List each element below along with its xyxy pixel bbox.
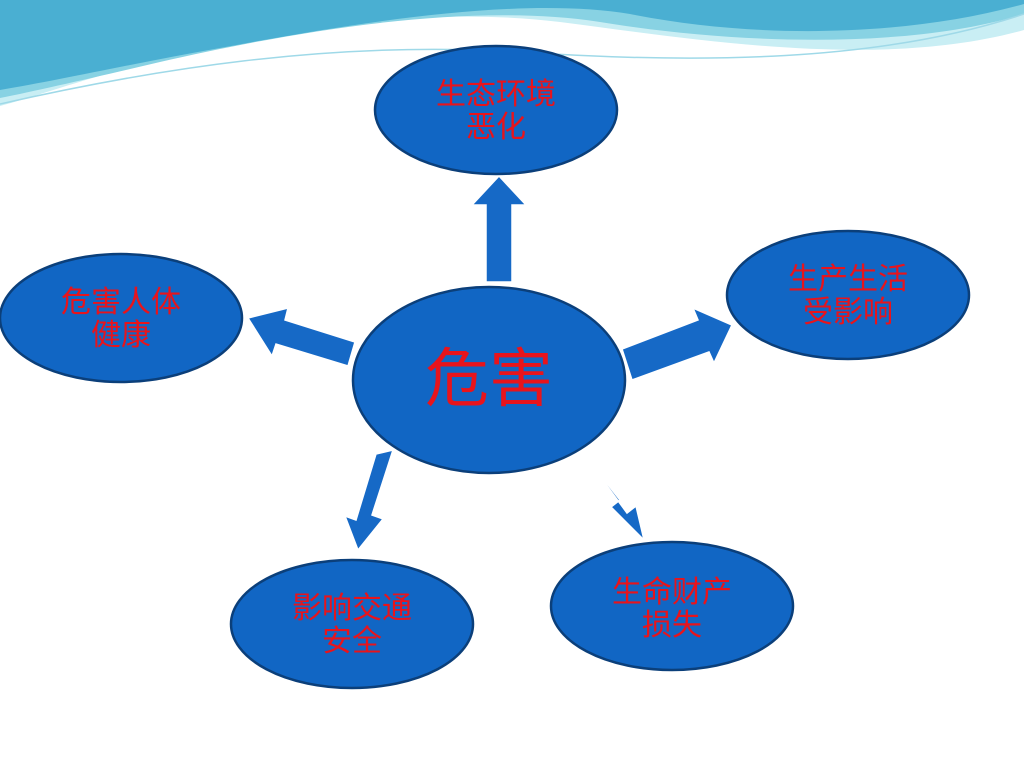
wave-front — [0, 0, 1024, 90]
node-ecology — [373, 44, 619, 176]
node-traffic — [229, 558, 475, 690]
node-health — [0, 252, 244, 384]
arrow-up-right — [621, 306, 734, 381]
arrow-left — [246, 306, 356, 367]
center-node — [351, 285, 627, 475]
nodes-layer — [0, 44, 971, 690]
arrow-down-left — [343, 448, 395, 552]
node-production — [725, 229, 971, 361]
arrows-layer — [246, 174, 734, 552]
arrow-up — [470, 174, 528, 283]
arrow-down-right — [577, 445, 646, 543]
node-property — [549, 540, 795, 672]
